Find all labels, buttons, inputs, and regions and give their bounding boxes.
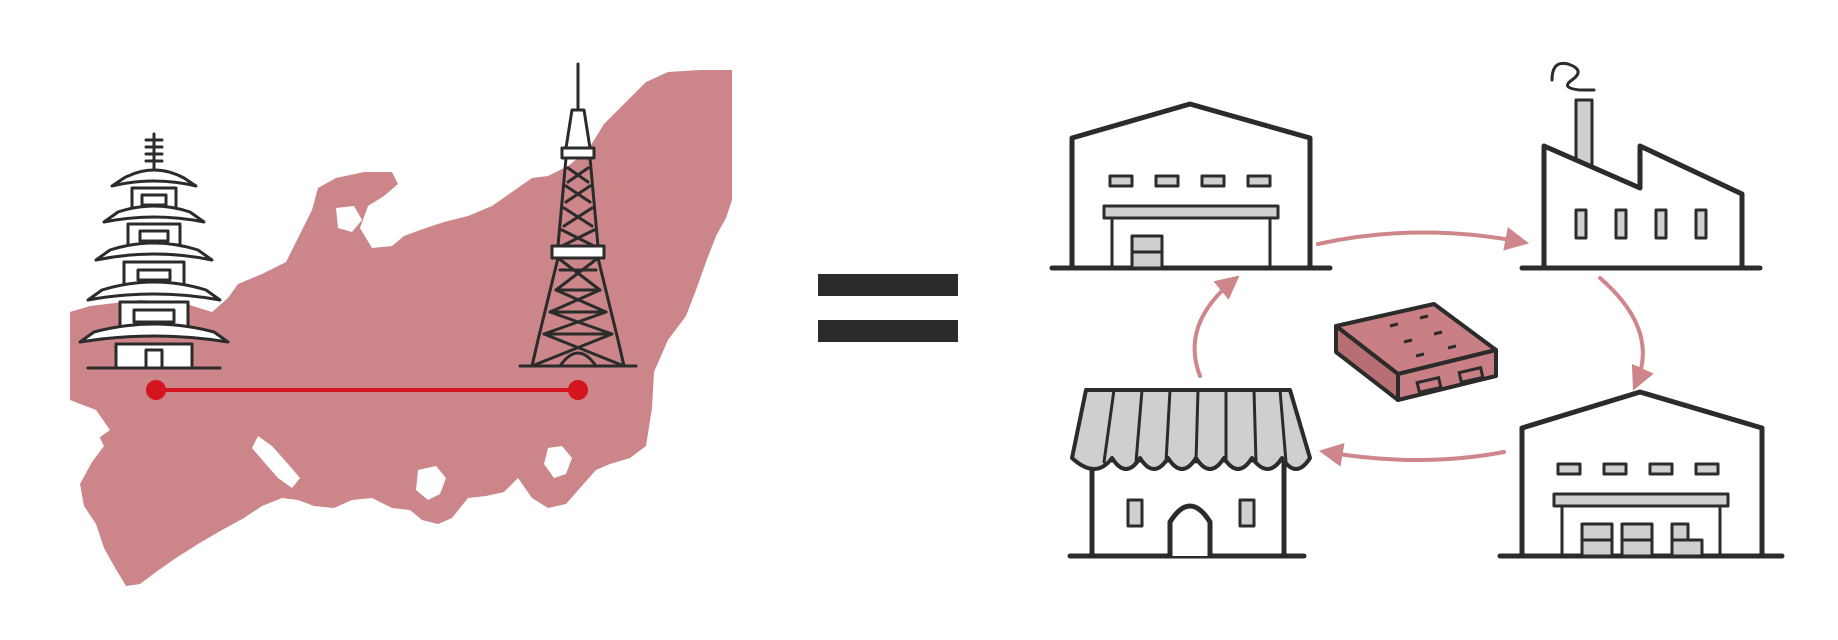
store-icon bbox=[1067, 388, 1312, 559]
tokyo-tower-icon bbox=[518, 62, 638, 368]
pallet-icon bbox=[1334, 302, 1498, 402]
arrow-warehouse-to-store bbox=[1318, 442, 1506, 467]
map-coast-cut bbox=[70, 400, 110, 440]
cycle-arrows bbox=[1192, 227, 1654, 467]
map-bay bbox=[416, 466, 446, 500]
equals-bar-top bbox=[818, 274, 958, 296]
equals-bar-bottom bbox=[818, 320, 958, 342]
map-bay bbox=[336, 206, 362, 232]
pagoda-icon bbox=[78, 132, 230, 370]
warehouse-icon bbox=[1049, 101, 1333, 271]
route-start-dot bbox=[146, 380, 166, 400]
equals-sign bbox=[818, 274, 958, 342]
route-end-dot bbox=[568, 380, 588, 400]
map-bay bbox=[544, 446, 572, 478]
warehouse-icon-stocked bbox=[1497, 389, 1785, 559]
arrow-warehouse-to-factory bbox=[1316, 227, 1530, 251]
arrow-store-to-warehouse bbox=[1192, 275, 1240, 378]
japan-map bbox=[70, 70, 732, 586]
factory-icon bbox=[1519, 61, 1763, 271]
arrow-factory-to-warehouse bbox=[1598, 276, 1654, 391]
map-bay bbox=[252, 436, 300, 488]
